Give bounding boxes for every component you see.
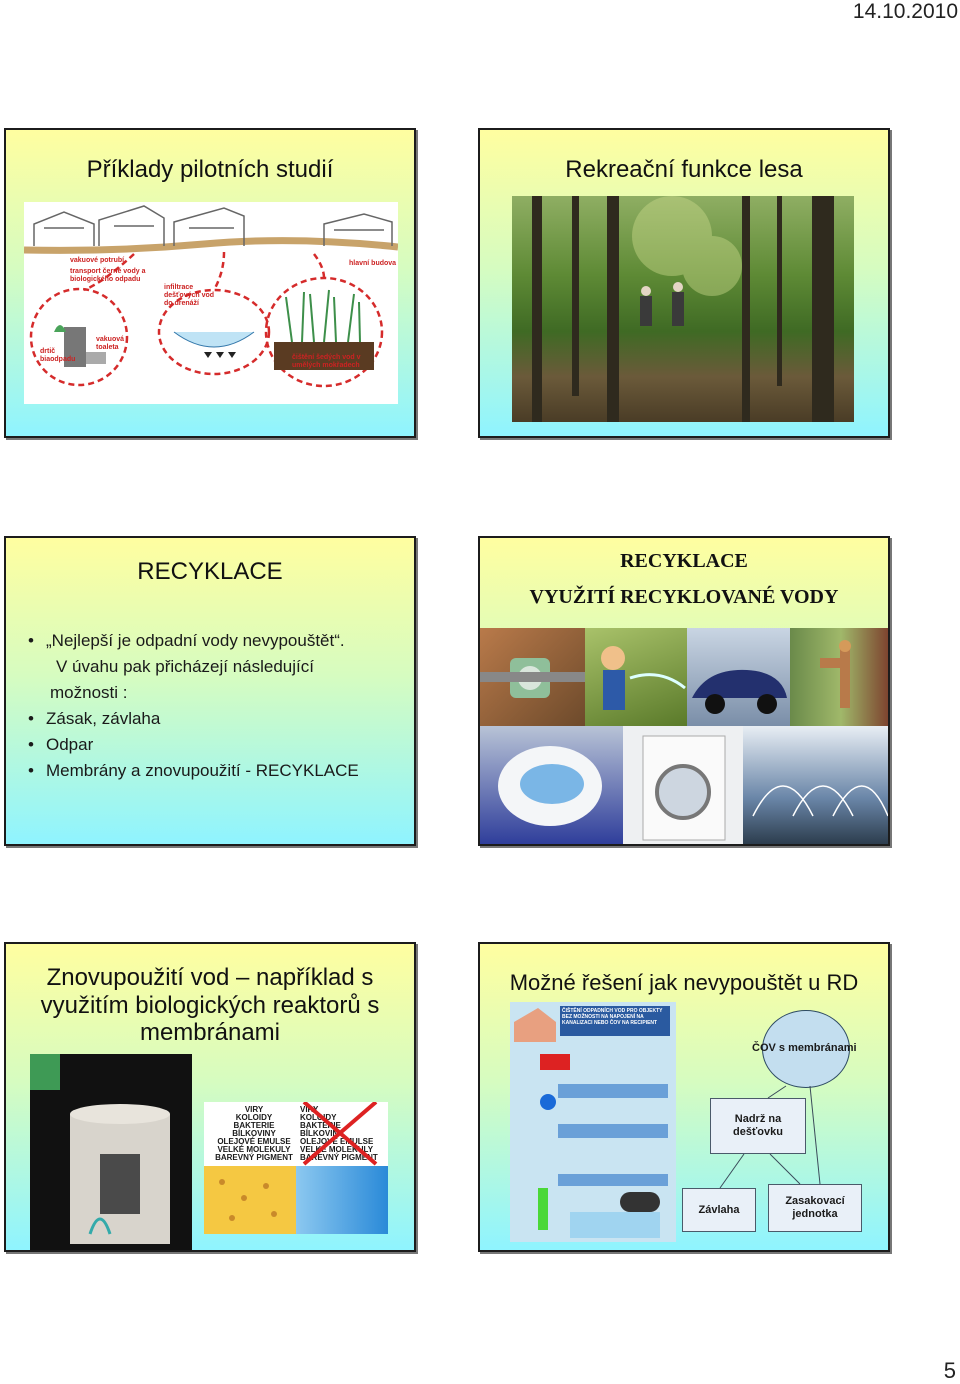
bullet-item: Zásak, závlaha — [24, 706, 359, 732]
poster-heading: ČIŠTĚNÍ ODPADNÍCH VOD PRO OBJEKTY BEZ MO… — [560, 1006, 670, 1036]
collage-washing-machine — [623, 726, 743, 844]
membrane-item: OLEJOVÉ EMULSE — [217, 1137, 291, 1146]
membrane-item: KOLOIDY — [300, 1113, 337, 1122]
flow-node-infiltration: Zasakovací jednotka — [768, 1184, 862, 1232]
membrane-permeate-side — [296, 1166, 388, 1234]
slide-possible-solution: Možné řešení jak nevypouštět u RD ČIŠTĚN… — [478, 942, 890, 1252]
membrane-item: VELKÉ MOLEKULY — [300, 1145, 374, 1154]
slide-forest: Rekreační funkce lesa — [478, 128, 890, 438]
label-grinder: drtič biaodpadu — [40, 348, 76, 363]
flow-node-cov-label: ČOV s membránami — [752, 1042, 857, 1054]
membrane-item: VELKÉ MOLEKULY — [217, 1145, 291, 1154]
forest-trees — [532, 196, 834, 422]
bioreactor-tank-image — [30, 1054, 192, 1250]
membrane-item: BÍLKOVINY — [300, 1129, 344, 1138]
bullet-item: Membrány a znovupoužití - RECYKLACE — [24, 758, 359, 784]
slide-recycled-water: RECYKLACE VYUŽITÍ RECYKLOVANÉ VODY — [478, 536, 890, 846]
membrane-item: OLEJOVÉ EMULSE — [300, 1137, 374, 1146]
recycling-bullet-list: „Nejlepší je odpadní vody nevypouštět“. … — [24, 628, 359, 784]
bullet-continuation: V úvahu pak přicházejí následující — [56, 657, 314, 676]
treatment-poster: ČIŠTĚNÍ ODPADNÍCH VOD PRO OBJEKTY BEZ MO… — [510, 1002, 676, 1242]
flow-node-cov-ellipse — [762, 1010, 850, 1088]
sprinkler-icon — [752, 785, 888, 817]
bullet-continuation: možnosti : — [50, 683, 128, 702]
slide-title: Možné řešení jak nevypouštět u RD — [509, 970, 859, 995]
bullet-item: „Nejlepší je odpadní vody nevypouštět“. — [24, 628, 359, 654]
membrane-list-left: VIRY KOLOIDY BAKTERIE BÍLKOVINY OLEJOVÉ … — [212, 1106, 296, 1162]
collage-car-wash — [687, 628, 790, 726]
toilet-icon — [498, 746, 602, 826]
pilot-diagram-drawing — [24, 205, 398, 388]
slide-title: Příklady pilotních studií — [86, 156, 334, 183]
car-icon — [692, 669, 787, 714]
membrane-item: VIRY — [244, 1105, 264, 1114]
slide-recycling: RECYKLACE „Nejlepší je odpadní vody nevy… — [4, 536, 416, 846]
collage-water-meter — [480, 628, 585, 726]
membrane-filtration-image: VIRY KOLOIDY BAKTERIE BÍLKOVINY OLEJOVÉ … — [204, 1102, 388, 1234]
washing-machine-icon — [642, 735, 726, 841]
slide-title: RECYKLACE — [137, 558, 283, 585]
membrane-item: BAKTERIE — [233, 1121, 275, 1130]
label-greywater: čištění šedých vod v umělých mokřadech — [292, 354, 361, 369]
membrane-list-right: VIRY KOLOIDY BAKTERIE BÍLKOVINY OLEJOVÉ … — [300, 1106, 384, 1162]
membrane-item: BAKTERIE — [300, 1121, 341, 1130]
flow-node-rain-tank: Nadrž na dešťovku — [710, 1098, 806, 1154]
membrane-feed-side — [204, 1166, 296, 1234]
slide-title-line1: RECYKLACE — [620, 550, 748, 572]
label-vacuum-toilet: vakuová toaleta — [96, 336, 125, 351]
header-date: 14.10.2010 — [852, 0, 958, 23]
membrane-item: BÍLKOVINY — [232, 1129, 276, 1138]
label-transport: transport černé vody a biologického odpa… — [70, 268, 146, 283]
slide-title-line1: Znovupoužití vod – například s — [46, 964, 374, 991]
bullet-item: Odpar — [24, 732, 359, 758]
collage-toilet — [480, 726, 623, 844]
pilot-diagram-image: vakuové potrubí transport černé vody a b… — [24, 202, 398, 404]
crossed-out-icon — [219, 1102, 378, 1221]
collage-irrigation — [743, 726, 888, 844]
collage-garden-hose — [585, 628, 687, 726]
membrane-item: BAREVNÝ PIGMENT — [215, 1153, 293, 1162]
forest-photo — [512, 196, 854, 422]
slide-title-line2: využitím biologických reaktorů s — [40, 992, 380, 1019]
slide-title: Rekreační funkce lesa — [565, 156, 803, 183]
membrane-item: VIRY — [300, 1105, 319, 1114]
label-infiltration: infiltrace dešťových vod do drenáží — [164, 284, 215, 307]
tank-drawing — [30, 1054, 170, 1244]
slide-title-line2: VYUŽITÍ RECYKLOVANÉ VODY — [529, 586, 839, 608]
membrane-item: BAREVNÝ PIGMENT — [300, 1153, 378, 1162]
label-main-building: hlavní budova — [349, 260, 397, 267]
slide-pilot-studies: Příklady pilotních studií — [4, 128, 416, 438]
water-meter-icon — [480, 658, 585, 698]
child-icon — [601, 646, 686, 710]
flow-node-irrigation: Závlaha — [682, 1188, 756, 1232]
membrane-item: KOLOIDY — [235, 1113, 273, 1122]
label-vacuum-pipe: vakuové potrubí — [70, 257, 125, 264]
slide-title-line3: membránami — [139, 1019, 281, 1046]
page-number: 5 — [943, 1358, 956, 1383]
faucet-icon — [820, 640, 851, 708]
collage-faucet — [790, 628, 888, 726]
poster-drawing — [514, 1008, 668, 1238]
slide-reuse-membranes: Znovupoužití vod – například s využitím … — [4, 942, 416, 1252]
